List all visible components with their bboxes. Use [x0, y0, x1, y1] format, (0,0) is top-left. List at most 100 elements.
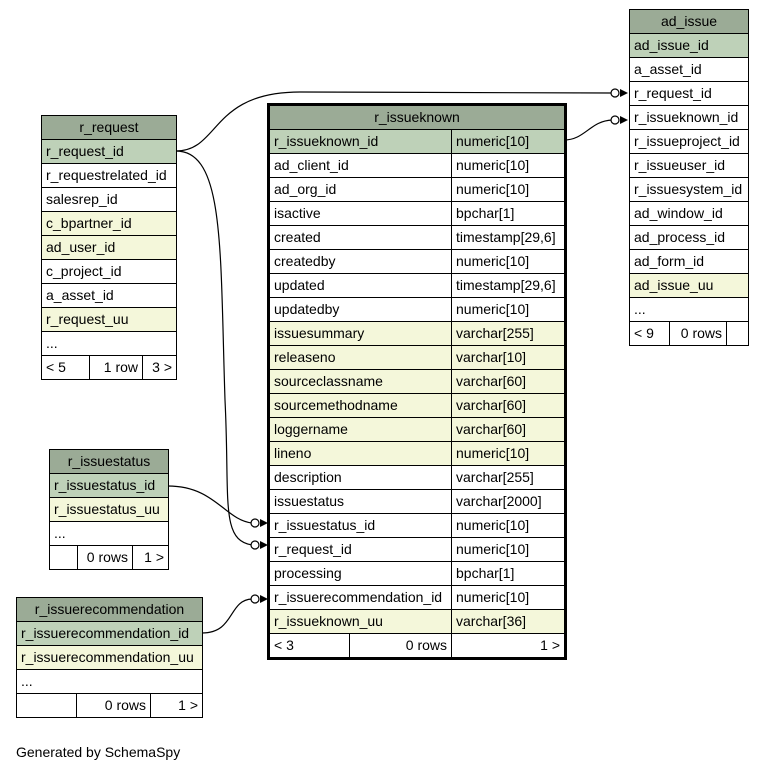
- column-name: a_asset_id: [634, 61, 702, 77]
- column-row[interactable]: r_request_id: [630, 82, 748, 106]
- column-name: r_issuestatus_id: [54, 477, 156, 493]
- link-request-to-issueknown: [175, 150, 253, 546]
- column-row[interactable]: r_issuestatus_id: [50, 474, 168, 498]
- column-row[interactable]: a_asset_id: [42, 284, 176, 308]
- column-row[interactable]: r_issueknown_id: [630, 106, 748, 130]
- column-row[interactable]: salesrep_id: [42, 188, 176, 212]
- row-count: 0 rows: [77, 694, 151, 717]
- column-type: numeric[10]: [456, 253, 530, 269]
- parents-count[interactable]: [50, 546, 78, 569]
- column-type: bpchar[1]: [456, 205, 515, 221]
- table-header[interactable]: r_issuerecommendation: [17, 598, 202, 622]
- children-count[interactable]: 1 >: [144, 549, 164, 565]
- column-type: numeric[10]: [456, 589, 530, 605]
- row-count: 0 rows: [670, 322, 727, 345]
- column-type: timestamp[29,6]: [456, 229, 556, 245]
- column-row[interactable]: r_request_id: [42, 140, 176, 164]
- parents-count[interactable]: < 3: [270, 634, 350, 657]
- column-row[interactable]: r_issuestatus_uu: [50, 498, 168, 522]
- table-name: ad_issue: [660, 13, 718, 29]
- parents-count[interactable]: < 5: [42, 356, 90, 379]
- link-request-to-adissue: [175, 91, 613, 152]
- column-type: varchar[60]: [456, 373, 527, 389]
- column-name: c_project_id: [46, 263, 122, 279]
- column-name: r_request_id: [634, 85, 712, 101]
- table-ad-issue[interactable]: ad_issue ad_issue_id a_asset_id r_request_i…: [629, 9, 749, 346]
- table-r-issuestatus[interactable]: r_issuestatus r_issuestatus_id r_issuestat…: [49, 449, 169, 570]
- column-row[interactable]: ad_issue_uu: [630, 274, 748, 298]
- column-row[interactable]: ...: [42, 332, 176, 356]
- column-name: updated: [270, 274, 452, 297]
- column-name: createdby: [270, 250, 452, 273]
- column-row[interactable]: r_issuesystem_id: [630, 178, 748, 202]
- column-name: ad_issue_uu: [634, 277, 714, 293]
- children-count[interactable]: 1 >: [540, 637, 560, 653]
- column-type: numeric[10]: [456, 181, 530, 197]
- column-row[interactable]: ad_process_id: [630, 226, 748, 250]
- column-row[interactable]: r_issuerecommendation_id: [17, 622, 202, 646]
- column-type: numeric[10]: [456, 301, 530, 317]
- table-header[interactable]: ad_issue: [630, 10, 748, 34]
- children-count[interactable]: [727, 322, 748, 345]
- column-row[interactable]: r_issuerecommendation_uu: [17, 646, 202, 670]
- column-row[interactable]: ad_form_id: [630, 250, 748, 274]
- column-row[interactable]: c_project_id: [42, 260, 176, 284]
- column-row[interactable]: r_issueuser_id: [630, 154, 748, 178]
- parents-count[interactable]: < 9: [630, 322, 670, 345]
- table-header[interactable]: r_issueknown: [270, 106, 564, 130]
- link-end-circle: [610, 115, 620, 125]
- link-issueknown-to-adissue: [563, 119, 613, 141]
- column-name: releaseno: [270, 346, 452, 369]
- column-row[interactable]: ...: [50, 522, 168, 546]
- column-row[interactable]: ad_user_id: [42, 236, 176, 260]
- column-row[interactable]: r_issueproject_id: [630, 130, 748, 154]
- column-row[interactable]: ad_issue_id: [630, 34, 748, 58]
- column-row[interactable]: a_asset_id: [630, 58, 748, 82]
- table-header[interactable]: r_request: [42, 116, 176, 140]
- column-row[interactable]: r_request_uu: [42, 308, 176, 332]
- column-row[interactable]: r_requestrelated_id: [42, 164, 176, 188]
- column-name: ad_process_id: [634, 229, 726, 245]
- link-end-circle: [250, 518, 260, 528]
- column-type: varchar[2000]: [456, 493, 542, 509]
- column-name: r_issuesystem_id: [634, 181, 743, 197]
- column-row[interactable]: ad_window_id: [630, 202, 748, 226]
- parents-count[interactable]: [17, 694, 77, 717]
- column-row[interactable]: ...: [17, 670, 202, 694]
- column-name: salesrep_id: [46, 191, 118, 207]
- column-name: ad_org_id: [270, 178, 452, 201]
- table-header[interactable]: r_issuestatus: [50, 450, 168, 474]
- column-row[interactable]: ...: [630, 298, 748, 322]
- children-count[interactable]: 1 >: [178, 697, 198, 713]
- column-row[interactable]: c_bpartner_id: [42, 212, 176, 236]
- column-type: bpchar[1]: [456, 565, 515, 581]
- crowfoot-arrow: [260, 541, 268, 549]
- children-count[interactable]: 3 >: [152, 359, 172, 375]
